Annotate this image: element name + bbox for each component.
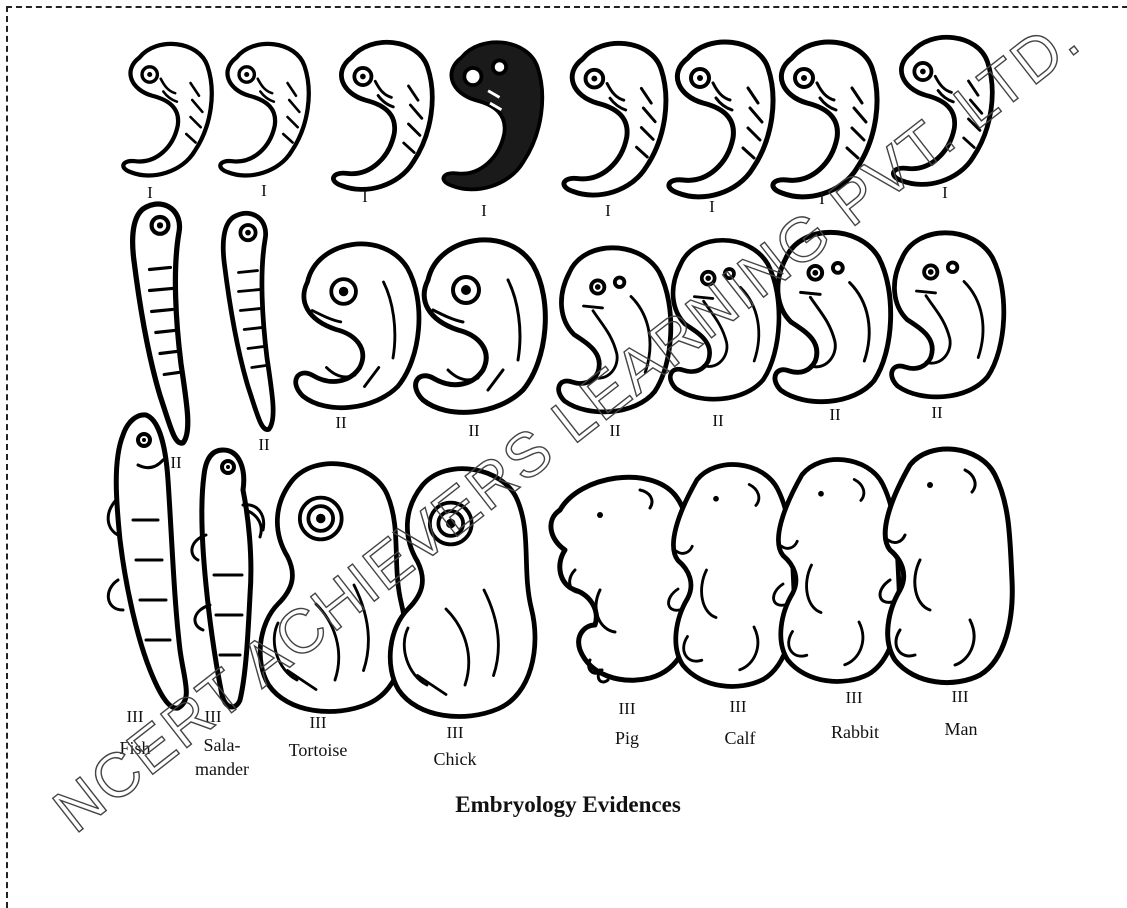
fish-stage-one bbox=[123, 44, 211, 176]
name-salamander-line2: mander bbox=[195, 759, 249, 779]
pig-stage-three bbox=[551, 477, 692, 682]
label-stage-three: III bbox=[619, 699, 636, 718]
label-stage-one: I bbox=[147, 183, 153, 202]
label-stage-one: I bbox=[605, 201, 611, 220]
name-chick: Chick bbox=[434, 749, 477, 769]
salamander-stage-two bbox=[223, 213, 273, 429]
calf-stage-three bbox=[669, 465, 795, 687]
man-stage-two bbox=[892, 233, 1004, 397]
label-stage-three: III bbox=[952, 687, 969, 706]
chick-stage-one bbox=[443, 42, 542, 189]
man-stage-three bbox=[880, 449, 1012, 683]
chick-stage-two bbox=[416, 240, 546, 412]
figure-title: Embryology Evidences bbox=[455, 792, 681, 817]
name-pig: Pig bbox=[615, 728, 639, 748]
label-stage-two: II bbox=[468, 421, 480, 440]
fish-stage-two bbox=[133, 204, 188, 443]
label-stage-two: II bbox=[258, 435, 270, 454]
label-stage-two: II bbox=[829, 405, 841, 424]
name-man: Man bbox=[945, 719, 978, 739]
label-stage-one: I bbox=[261, 181, 267, 200]
name-tortoise: Tortoise bbox=[289, 740, 348, 760]
salamander-stage-one bbox=[220, 44, 308, 176]
name-rabbit: Rabbit bbox=[831, 722, 879, 742]
label-stage-three: III bbox=[846, 688, 863, 707]
label-stage-two: II bbox=[712, 411, 724, 430]
label-stage-one: I bbox=[942, 183, 948, 202]
label-stage-two: II bbox=[170, 453, 182, 472]
label-stage-three: III bbox=[310, 713, 327, 732]
label-stage-one: I bbox=[481, 201, 487, 220]
tortoise-stage-one bbox=[333, 42, 432, 189]
organism-names: Fish Sala- mander Tortoise Chick Pig Cal… bbox=[119, 719, 977, 779]
label-stage-three: III bbox=[730, 697, 747, 716]
label-stage-two: II bbox=[335, 413, 347, 432]
name-calf: Calf bbox=[725, 728, 756, 748]
calf-stage-one bbox=[669, 42, 773, 197]
label-stage-one: I bbox=[709, 197, 715, 216]
tortoise-stage-two bbox=[296, 244, 419, 408]
label-stage-two: II bbox=[931, 403, 943, 422]
label-stage-one: I bbox=[362, 187, 368, 206]
label-stage-three: III bbox=[447, 723, 464, 742]
embryology-figure: I I I I I I I I II II II II II II II II … bbox=[0, 0, 1127, 846]
rabbit-stage-three bbox=[774, 460, 900, 682]
pig-stage-one bbox=[564, 43, 666, 195]
